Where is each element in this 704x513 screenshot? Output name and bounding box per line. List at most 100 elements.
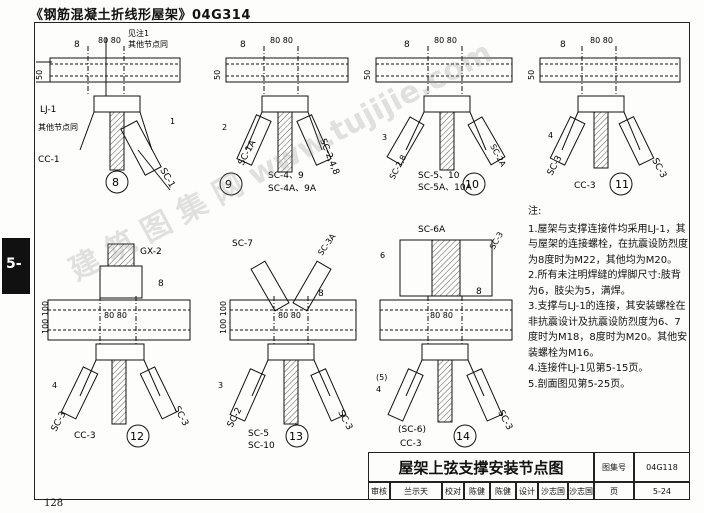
- detail-13: [229, 260, 357, 448]
- d13-sc-b: SC-10: [248, 441, 275, 451]
- brace-13-top-left: [250, 260, 290, 312]
- d8-cc: CC-1: [38, 155, 60, 165]
- designer-sign: 沙志国: [568, 482, 594, 500]
- d13-weld: 8: [318, 289, 324, 299]
- plate-10: [423, 95, 471, 113]
- d14-sc-a: (SC-6): [398, 425, 426, 435]
- brace-8: [120, 120, 162, 176]
- top-chord-13: [229, 299, 357, 341]
- detail-11: [539, 46, 681, 196]
- top-chord-12: [47, 299, 191, 341]
- brace-10-right: [467, 116, 506, 166]
- section-tab: [2, 238, 30, 294]
- d10-sc-c: SC-5A、10A: [418, 183, 473, 193]
- notes-block: 注: 1.屋架与支撑连接件均采用LJ-1，其与屋架的连接螺栓，在抗震设防烈度为8…: [528, 204, 690, 392]
- d11-sc-a: SC-3: [546, 154, 565, 177]
- detail-9-marker: [219, 172, 243, 196]
- note-item: 4.连接件LJ-1见第5-15页。: [528, 363, 649, 374]
- brace-13-left: [229, 368, 266, 422]
- detail-11-marker: [609, 172, 633, 196]
- web-10: [439, 111, 455, 171]
- d11-sc-b: SC-3: [649, 157, 668, 180]
- web-9: [277, 111, 293, 173]
- drawing-title: 屋架上弦支撑安装节点图: [368, 452, 594, 482]
- designer: 沙志国: [538, 482, 568, 500]
- plate-13: [267, 343, 315, 361]
- title-block: 屋架上弦支撑安装节点图 图集号 04G118 审核 兰示天 校对 陈健 陈健 设…: [368, 452, 690, 500]
- detail-10: [375, 46, 513, 196]
- reviewer: 兰示天: [390, 482, 442, 500]
- detail-14-marker: [453, 424, 477, 448]
- web-11: [593, 111, 609, 169]
- brace-13-top-right: [292, 260, 332, 312]
- d13-dim: 80 80: [278, 311, 301, 320]
- d9-sc-c: SC-4、9: [268, 171, 304, 181]
- notes-heading: 注:: [528, 206, 542, 217]
- d8-weld: 8: [74, 40, 80, 50]
- d11-cc: CC-3: [574, 181, 596, 191]
- d11-side: 50: [527, 70, 536, 80]
- plate-14: [421, 343, 469, 361]
- d12-cc: CC-3: [74, 431, 96, 441]
- d8-number: 8: [112, 176, 119, 189]
- brace-14-left: [387, 368, 424, 422]
- d13-sc-top: SC-7: [232, 239, 253, 249]
- brace-13-right: [310, 368, 347, 422]
- brace-11-right: [618, 116, 655, 166]
- d12-sc-a: SC-3: [50, 410, 69, 433]
- brace-12-left: [60, 366, 99, 420]
- d8-side: 50: [35, 70, 44, 80]
- d9-sc-d: SC-4A、9A: [268, 184, 317, 194]
- d11-weld: 8: [560, 40, 566, 50]
- web-12: [111, 359, 127, 425]
- d12-weld: 8: [158, 279, 164, 289]
- gx-block-12: [99, 265, 143, 299]
- d9-weld: 8: [240, 40, 246, 50]
- d8-lj: LJ-1: [40, 105, 56, 115]
- d8-sec: 1: [170, 117, 175, 126]
- detail-14: [379, 239, 513, 448]
- d8-note2: 其他节点同: [128, 39, 168, 49]
- web-13: [283, 359, 299, 425]
- d9-side: 50: [213, 70, 222, 80]
- d14-number: 14: [456, 430, 470, 443]
- document-title: 《钢筋混凝土折线形屋架》04G314: [30, 8, 251, 23]
- plate-9: [261, 95, 309, 113]
- d12-number: 12: [130, 430, 144, 443]
- d8-note1: 见注1: [128, 28, 149, 38]
- d9-dim: 80 80: [270, 36, 293, 45]
- d8-lj-note: 其他节点同: [38, 122, 78, 132]
- d10-sec: 3: [382, 133, 387, 142]
- d10-sc-a: SC-2,8: [388, 154, 408, 181]
- atlas-label: 图集号: [594, 452, 634, 482]
- d9-number: 9: [225, 178, 232, 191]
- top-chord-11: [539, 57, 681, 83]
- brace-12-right: [139, 366, 178, 420]
- d10-side: 50: [363, 70, 372, 80]
- d14-cc: CC-3: [400, 439, 422, 449]
- d13-sc-d: SC-3: [335, 409, 354, 432]
- top-chord-14: [379, 299, 513, 341]
- d8-dim: 80 80: [98, 36, 121, 45]
- brace-10-left: [386, 116, 425, 166]
- brace-9-right: [296, 114, 332, 166]
- checker-sign: 陈健: [490, 482, 516, 500]
- note-item: 1.屋架与支撑连接件均采用LJ-1，其与屋架的连接螺栓，在抗震设防烈度为8度时为…: [528, 223, 688, 266]
- top-chord-8: [49, 57, 181, 83]
- atlas-number: 04G118: [634, 452, 690, 482]
- d10-number: 10: [465, 178, 479, 191]
- gx-column-12: [107, 243, 135, 267]
- web-8: [109, 111, 125, 171]
- detail-10-marker: [462, 172, 486, 196]
- column-14: [431, 239, 461, 297]
- detail-13-marker: [285, 424, 309, 448]
- brace-9-left: [236, 114, 272, 166]
- check-label: 校对: [442, 482, 464, 500]
- detail-8: [36, 38, 181, 194]
- plate-8: [93, 95, 141, 113]
- section-tab-label: 5-: [6, 256, 22, 272]
- page-number: 128: [44, 498, 64, 509]
- note-item: 5.剖面图见第5-25页。: [528, 378, 631, 390]
- d10-weld: 8: [404, 40, 410, 50]
